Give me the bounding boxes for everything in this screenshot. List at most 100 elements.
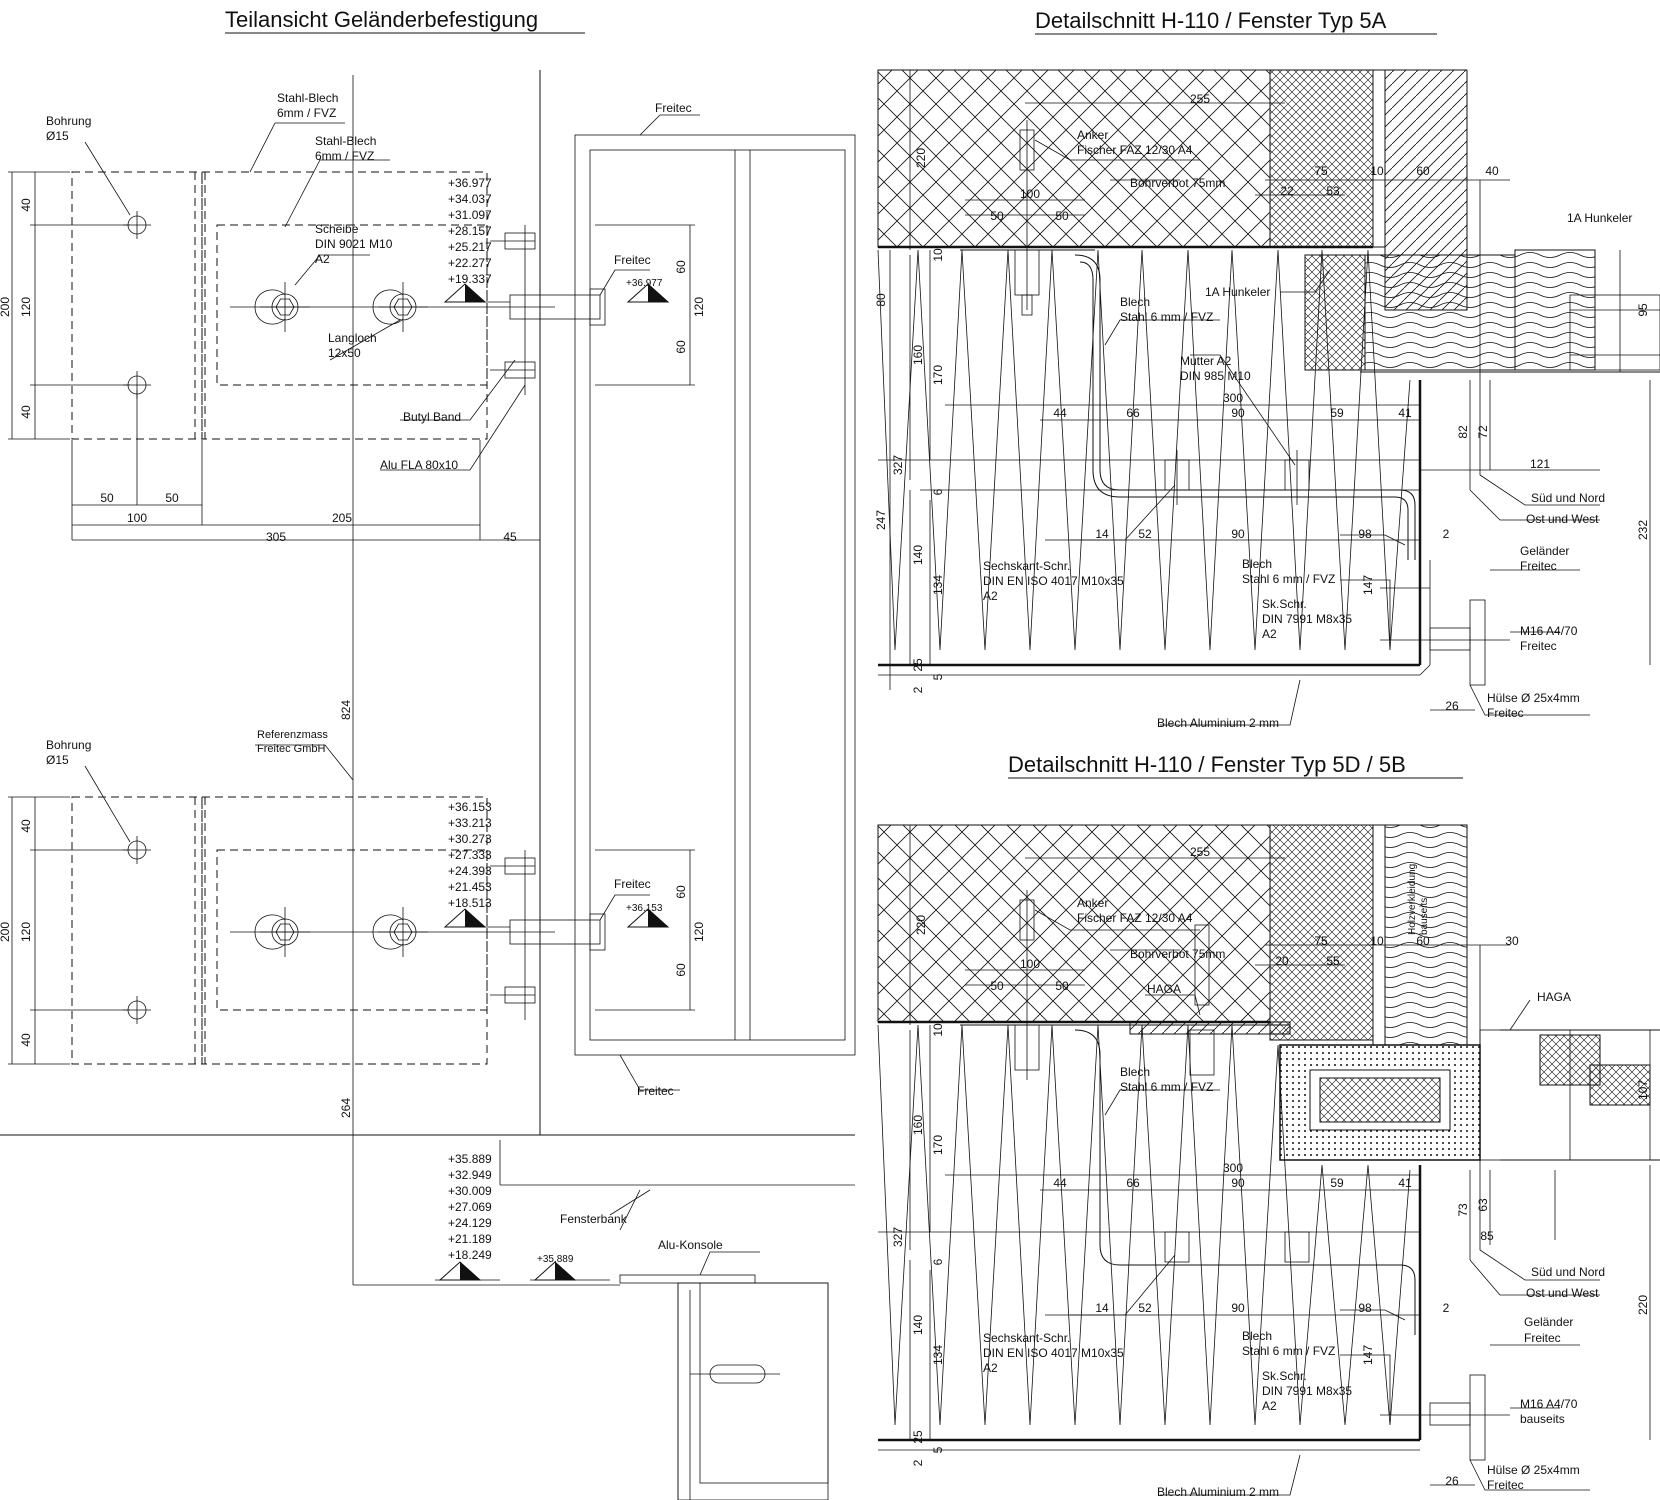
r5a-d220: 220 (914, 148, 928, 168)
dim-mid-r60b: 60 (674, 963, 688, 977)
r5a-d134: 134 (931, 575, 945, 595)
detail-5d-5b-labels: Anker Fischer FAZ 12/30 A4 Bohrverbot 75… (891, 845, 1650, 1499)
r5a-bohrverbot: Bohrverbot 75mm (1130, 176, 1225, 190)
r5a-sued-nord: Süd und Nord (1531, 491, 1605, 505)
dim-mid-40a: 40 (19, 819, 33, 833)
r5a-hunkeler-right: 1A Hunkeler (1567, 211, 1632, 225)
r5d-d14: 14 (1095, 1301, 1109, 1315)
label-referenz-2: Freitec GmbH (257, 743, 326, 755)
r5d-d140: 140 (911, 1315, 925, 1335)
dim-mid-r60a: 60 (674, 885, 688, 899)
detail-5a-labels: Anker Fischer FAZ 12/30 A4 Bohrverbot 75… (874, 92, 1650, 730)
r5a-d82: 82 (1456, 425, 1470, 439)
r5d-bohrverbot: Bohrverbot 75mm (1130, 947, 1225, 961)
r5d-d85: 85 (1480, 1229, 1494, 1243)
level-bot-3: +27.069 (448, 1200, 492, 1214)
r5d-holz-2: bauseits (1419, 898, 1430, 935)
label-bohrung-top-1: Bohrung (46, 114, 91, 128)
dim-mid-40b: 40 (19, 1033, 33, 1047)
level-mid-4: +24.393 (448, 864, 492, 878)
r5a-mutter-2: DIN 985 M10 (1180, 369, 1251, 383)
r5a-d247: 247 (874, 510, 888, 530)
r5a-d44: 44 (1053, 406, 1067, 420)
r5a-m16-1: M16 A4/70 (1520, 624, 1578, 638)
level-top-3: +28.157 (448, 224, 492, 238)
r5d-d60: 60 (1416, 934, 1430, 948)
r5d-anker-2: Fischer FAZ 12/30 A4 (1077, 911, 1193, 925)
label-bohrung-mid-1: Bohrung (46, 738, 91, 752)
r5d-anker-1: Anker (1077, 896, 1108, 910)
r5a-d100: 100 (1020, 187, 1040, 201)
label-langloch-1: Langloch (328, 331, 377, 345)
r5d-d26: 26 (1445, 1474, 1459, 1488)
r5a-sechskant-2: DIN EN ISO 4017 M10x35 (983, 574, 1124, 588)
label-stahlblech1-2: 6mm / FVZ (277, 106, 336, 120)
r5d-d134: 134 (931, 1345, 945, 1365)
r5d-skschr-2: DIN 7991 M8x35 (1262, 1384, 1352, 1398)
r5a-d140: 140 (911, 545, 925, 565)
r5a-anker-2: Fischer FAZ 12/30 A4 (1077, 143, 1193, 157)
r5d-gelaender-1: Geländer (1524, 1315, 1573, 1329)
r5d-d107: 107 (1636, 1080, 1650, 1100)
dim-top-120: 120 (19, 297, 33, 317)
label-freitec-mid-bottom: Freitec (614, 877, 651, 891)
label-alu-fla: Alu FLA 80x10 (380, 458, 458, 472)
r5a-d2: 2 (1443, 527, 1450, 541)
r5a-d50b: 50 (1055, 209, 1069, 223)
r5d-d220: 220 (914, 915, 928, 935)
r5d-blech-alu: Blech Aluminium 2 mm (1157, 1485, 1279, 1499)
label-referenz-1: Referenzmass (257, 729, 328, 741)
r5a-d59: 59 (1330, 406, 1344, 420)
level-bot-5: +21.189 (448, 1232, 492, 1246)
r5d-skschr-3: A2 (1262, 1399, 1277, 1413)
dim-top-r120: 120 (692, 297, 706, 317)
r5a-d50a: 50 (990, 209, 1004, 223)
level-mid-3: +27.333 (448, 848, 492, 862)
r5d-sued-nord: Süd und Nord (1531, 1265, 1605, 1279)
r5a-gelaender-2: Freitec (1520, 559, 1557, 573)
r5a-d53: 53 (1326, 184, 1340, 198)
r5a-gelaender-1: Geländer (1520, 544, 1569, 558)
r5a-skschr-1: Sk.Schr. (1262, 597, 1307, 611)
r5d-d30: 30 (1505, 934, 1519, 948)
r5a-d52: 52 (1138, 527, 1152, 541)
dim-top-r60b: 60 (674, 340, 688, 354)
r5d-sechskant-2: DIN EN ISO 4017 M10x35 (983, 1346, 1124, 1360)
r5a-blech2-2: Stahl 6 mm / FVZ (1242, 572, 1335, 586)
r5d-d160: 160 (911, 1115, 925, 1135)
r5d-d98: 98 (1358, 1301, 1372, 1315)
r5d-d10: 10 (1370, 934, 1384, 948)
dim-mid-r120: 120 (692, 922, 706, 942)
level-bot-value: +35.889 (537, 1254, 574, 1265)
title-left: Teilansicht Geländerbefestigung (225, 7, 538, 32)
level-top-value: +36.977 (626, 278, 663, 289)
label-freitec-mid-top: Freitec (614, 253, 651, 267)
level-bot-4: +24.129 (448, 1216, 492, 1230)
r5d-m16-1: M16 A4/70 (1520, 1397, 1578, 1411)
r5d-huelse-1: Hülse Ø 25x4mm (1487, 1463, 1580, 1477)
r5d-d2: 2 (1443, 1301, 1450, 1315)
r5d-blech1-2: Stahl 6 mm / FVZ (1120, 1080, 1213, 1094)
r5d-d90: 90 (1231, 1176, 1245, 1190)
r5d-d100: 100 (1020, 957, 1040, 971)
r5d-blech2-1: Blech (1242, 1329, 1272, 1343)
level-bot-6: +18.249 (448, 1248, 492, 1262)
r5d-haga-right: HAGA (1537, 990, 1571, 1004)
label-scheibe-3: A2 (315, 252, 330, 266)
r5a-huelse-2: Freitec (1487, 706, 1524, 720)
r5a-blech1-2: Stahl 6 mm / FVZ (1120, 310, 1213, 324)
level-top-6: +19.337 (448, 272, 492, 286)
title-right-top: Detailschnitt H-110 / Fenster Typ 5A (1035, 8, 1387, 33)
r5d-d5: 5 (931, 1446, 945, 1453)
r5a-d10v: 10 (931, 248, 945, 262)
dim-top-b50a: 50 (100, 491, 114, 505)
r5d-gelaender-2: Freitec (1524, 1331, 1561, 1345)
level-top-0: +36.977 (448, 176, 492, 190)
dim-top-r60a: 60 (674, 260, 688, 274)
level-mid-6: +18.513 (448, 896, 492, 910)
r5d-d20: 20 (1275, 954, 1289, 968)
r5a-d10: 10 (1370, 164, 1384, 178)
dim-top-200: 200 (0, 297, 12, 317)
left-labels: Bohrung Ø15 Stahl-Blech 6mm / FVZ Stahl-… (0, 91, 723, 1265)
level-bot-0: +35.889 (448, 1152, 492, 1166)
